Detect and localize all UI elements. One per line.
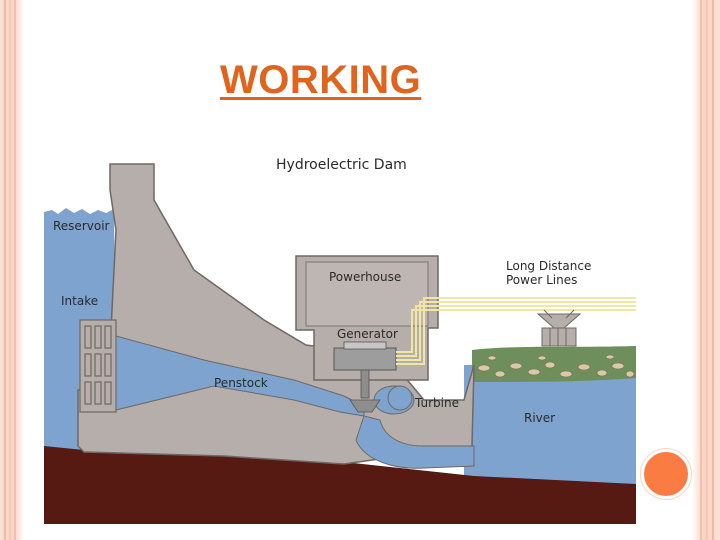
label-penstock: Penstock <box>214 376 268 390</box>
left-decorative-border <box>0 0 24 540</box>
border-stripe <box>9 0 11 540</box>
label-river: River <box>524 411 555 425</box>
turbine <box>349 399 381 413</box>
border-stripe <box>14 0 16 540</box>
power-lines <box>396 297 636 365</box>
generator-shaft <box>360 369 370 399</box>
label-generator: Generator <box>337 327 398 341</box>
bank-stones <box>477 354 635 378</box>
outflow-channel <box>355 415 475 469</box>
river-water <box>464 360 636 490</box>
border-stripe <box>4 0 6 540</box>
label-intake: Intake <box>61 294 98 308</box>
turbine-chamber <box>387 385 413 411</box>
intake-grate <box>79 319 117 413</box>
border-stripe <box>706 0 708 540</box>
label-powerhouse: Powerhouse <box>329 270 401 284</box>
label-turbine: Turbine <box>414 396 459 410</box>
transmission-tower <box>536 309 582 347</box>
border-stripe <box>700 0 702 540</box>
label-power-lines-line2: Power Lines <box>506 273 577 287</box>
generator-top <box>343 341 387 350</box>
dam-illustration: Hydroelectric Dam Reservoir Intake Power… <box>44 157 636 524</box>
label-reservoir: Reservoir <box>53 219 110 233</box>
hydroelectric-dam-diagram: Hydroelectric Dam Reservoir Intake Power… <box>44 150 636 524</box>
generator <box>333 347 397 371</box>
slide-title: WORKING <box>220 58 422 102</box>
ground <box>44 446 636 524</box>
diagram-heading: Hydroelectric Dam <box>276 157 407 173</box>
border-stripe <box>712 0 714 540</box>
label-power-lines-line1: Long Distance <box>506 259 591 273</box>
powerhouse-interior <box>305 261 429 327</box>
accent-circle <box>641 449 691 499</box>
right-decorative-border <box>692 0 720 540</box>
